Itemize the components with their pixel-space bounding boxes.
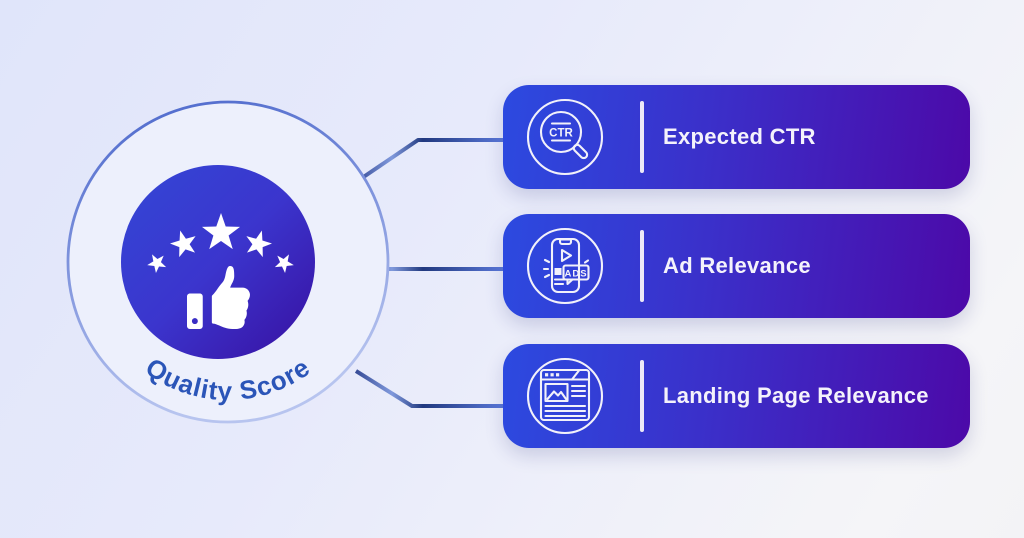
star-icon — [170, 230, 196, 258]
star-icon — [201, 213, 241, 250]
star-icon — [147, 254, 167, 273]
ctr-magnifier-icon: CTR — [526, 98, 604, 176]
five-stars-icon — [147, 213, 294, 273]
divider — [640, 230, 644, 302]
item-label: Ad Relevance — [663, 253, 811, 278]
star-icon — [274, 254, 294, 273]
thumbs-up-icon — [187, 266, 250, 329]
connector-line-expected-ctr — [360, 138, 503, 180]
connector-line-landing-page — [354, 369, 503, 408]
divider — [640, 360, 644, 432]
item-label: Landing Page Relevance — [663, 383, 929, 408]
item-label: Expected CTR — [663, 124, 816, 149]
ads-icon-text: ADS — [564, 269, 587, 280]
ctr-icon-text: CTR — [549, 128, 573, 140]
item-card-expected-ctr: CTR Expected CTR — [503, 85, 970, 189]
item-card-ad-relevance: ADS Ad Relevance — [503, 214, 970, 318]
star-icon — [246, 230, 272, 258]
inner-circle — [121, 165, 315, 359]
landing-page-icon — [526, 357, 604, 435]
item-card-landing-page-relevance: Landing Page Relevance — [503, 344, 970, 448]
phone-ads-icon: ADS — [526, 227, 604, 305]
divider — [640, 101, 644, 173]
